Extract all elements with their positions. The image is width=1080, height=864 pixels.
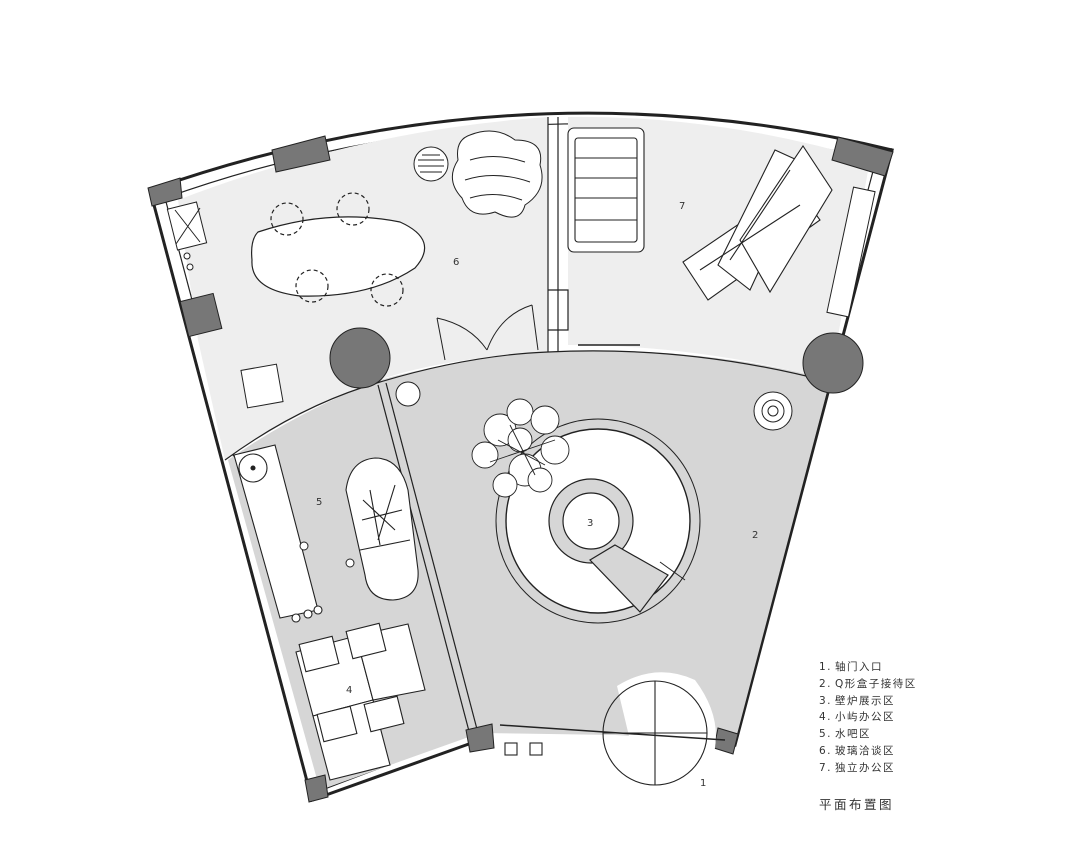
legend-number: 6. <box>819 744 833 757</box>
zone-number-4: 4 <box>346 685 352 696</box>
plan-title: 平面布置图 <box>819 797 895 812</box>
legend-item: 6.玻璃洽谈区 <box>819 743 917 760</box>
pivot-door <box>499 672 726 786</box>
left-utility <box>166 201 208 271</box>
column-left <box>329 327 391 389</box>
bar-island <box>345 457 419 601</box>
round-decor <box>753 391 793 431</box>
legend-item: 5.水吧区 <box>819 726 917 743</box>
stool <box>395 381 421 407</box>
stool <box>299 541 309 551</box>
legend-number: 1. <box>819 661 833 673</box>
zone-number-3: 3 <box>587 518 593 529</box>
interior-partitions <box>377 117 569 736</box>
side-cabinet <box>240 363 284 409</box>
zone-number-5: 5 <box>316 497 322 508</box>
lounge-chairs <box>413 130 543 218</box>
stool <box>345 558 355 568</box>
legend-item: 1.轴门入口 <box>819 659 917 676</box>
column-right <box>802 332 864 394</box>
legend-number: 2. <box>819 677 833 690</box>
legend-label: 独立办公区 <box>835 761 895 774</box>
zone-number-2: 2 <box>752 530 758 541</box>
zone-legend: 1.轴门入口 2.Q形盒子接待区 3.壁炉展示区 4.小屿办公区 5.水吧区 6… <box>819 659 917 777</box>
zone-number-7: 7 <box>679 201 685 212</box>
legend-label: 水吧区 <box>835 728 871 741</box>
zone-divider-arc <box>224 350 831 461</box>
zone-number-1: 1 <box>700 778 706 789</box>
glass-doors <box>436 304 539 361</box>
legend-number: 4. <box>819 711 833 724</box>
work-desks <box>295 622 426 781</box>
legend-label: Q形盒子接待区 <box>835 677 917 690</box>
bar-counter <box>233 444 323 623</box>
legend-label: 壁炉展示区 <box>835 694 895 707</box>
legend-label: 轴门入口 <box>835 661 883 673</box>
columns <box>147 135 894 803</box>
legend-label: 小屿办公区 <box>835 711 895 724</box>
meeting-table <box>251 192 426 307</box>
sofa <box>567 127 645 253</box>
legend-label: 玻璃洽谈区 <box>835 744 895 757</box>
legend-item: 4.小屿办公区 <box>819 709 917 726</box>
zone-number-6: 6 <box>453 257 459 268</box>
wall-shelf <box>826 186 876 318</box>
legend-item: 7.独立办公区 <box>819 760 917 777</box>
office-desks <box>682 145 833 301</box>
legend-number: 5. <box>819 728 833 741</box>
legend-number: 3. <box>819 694 833 707</box>
plant <box>471 398 570 498</box>
legend-item: 2.Q形盒子接待区 <box>819 676 917 693</box>
legend-number: 7. <box>819 761 833 774</box>
legend-item: 3.壁炉展示区 <box>819 693 917 710</box>
